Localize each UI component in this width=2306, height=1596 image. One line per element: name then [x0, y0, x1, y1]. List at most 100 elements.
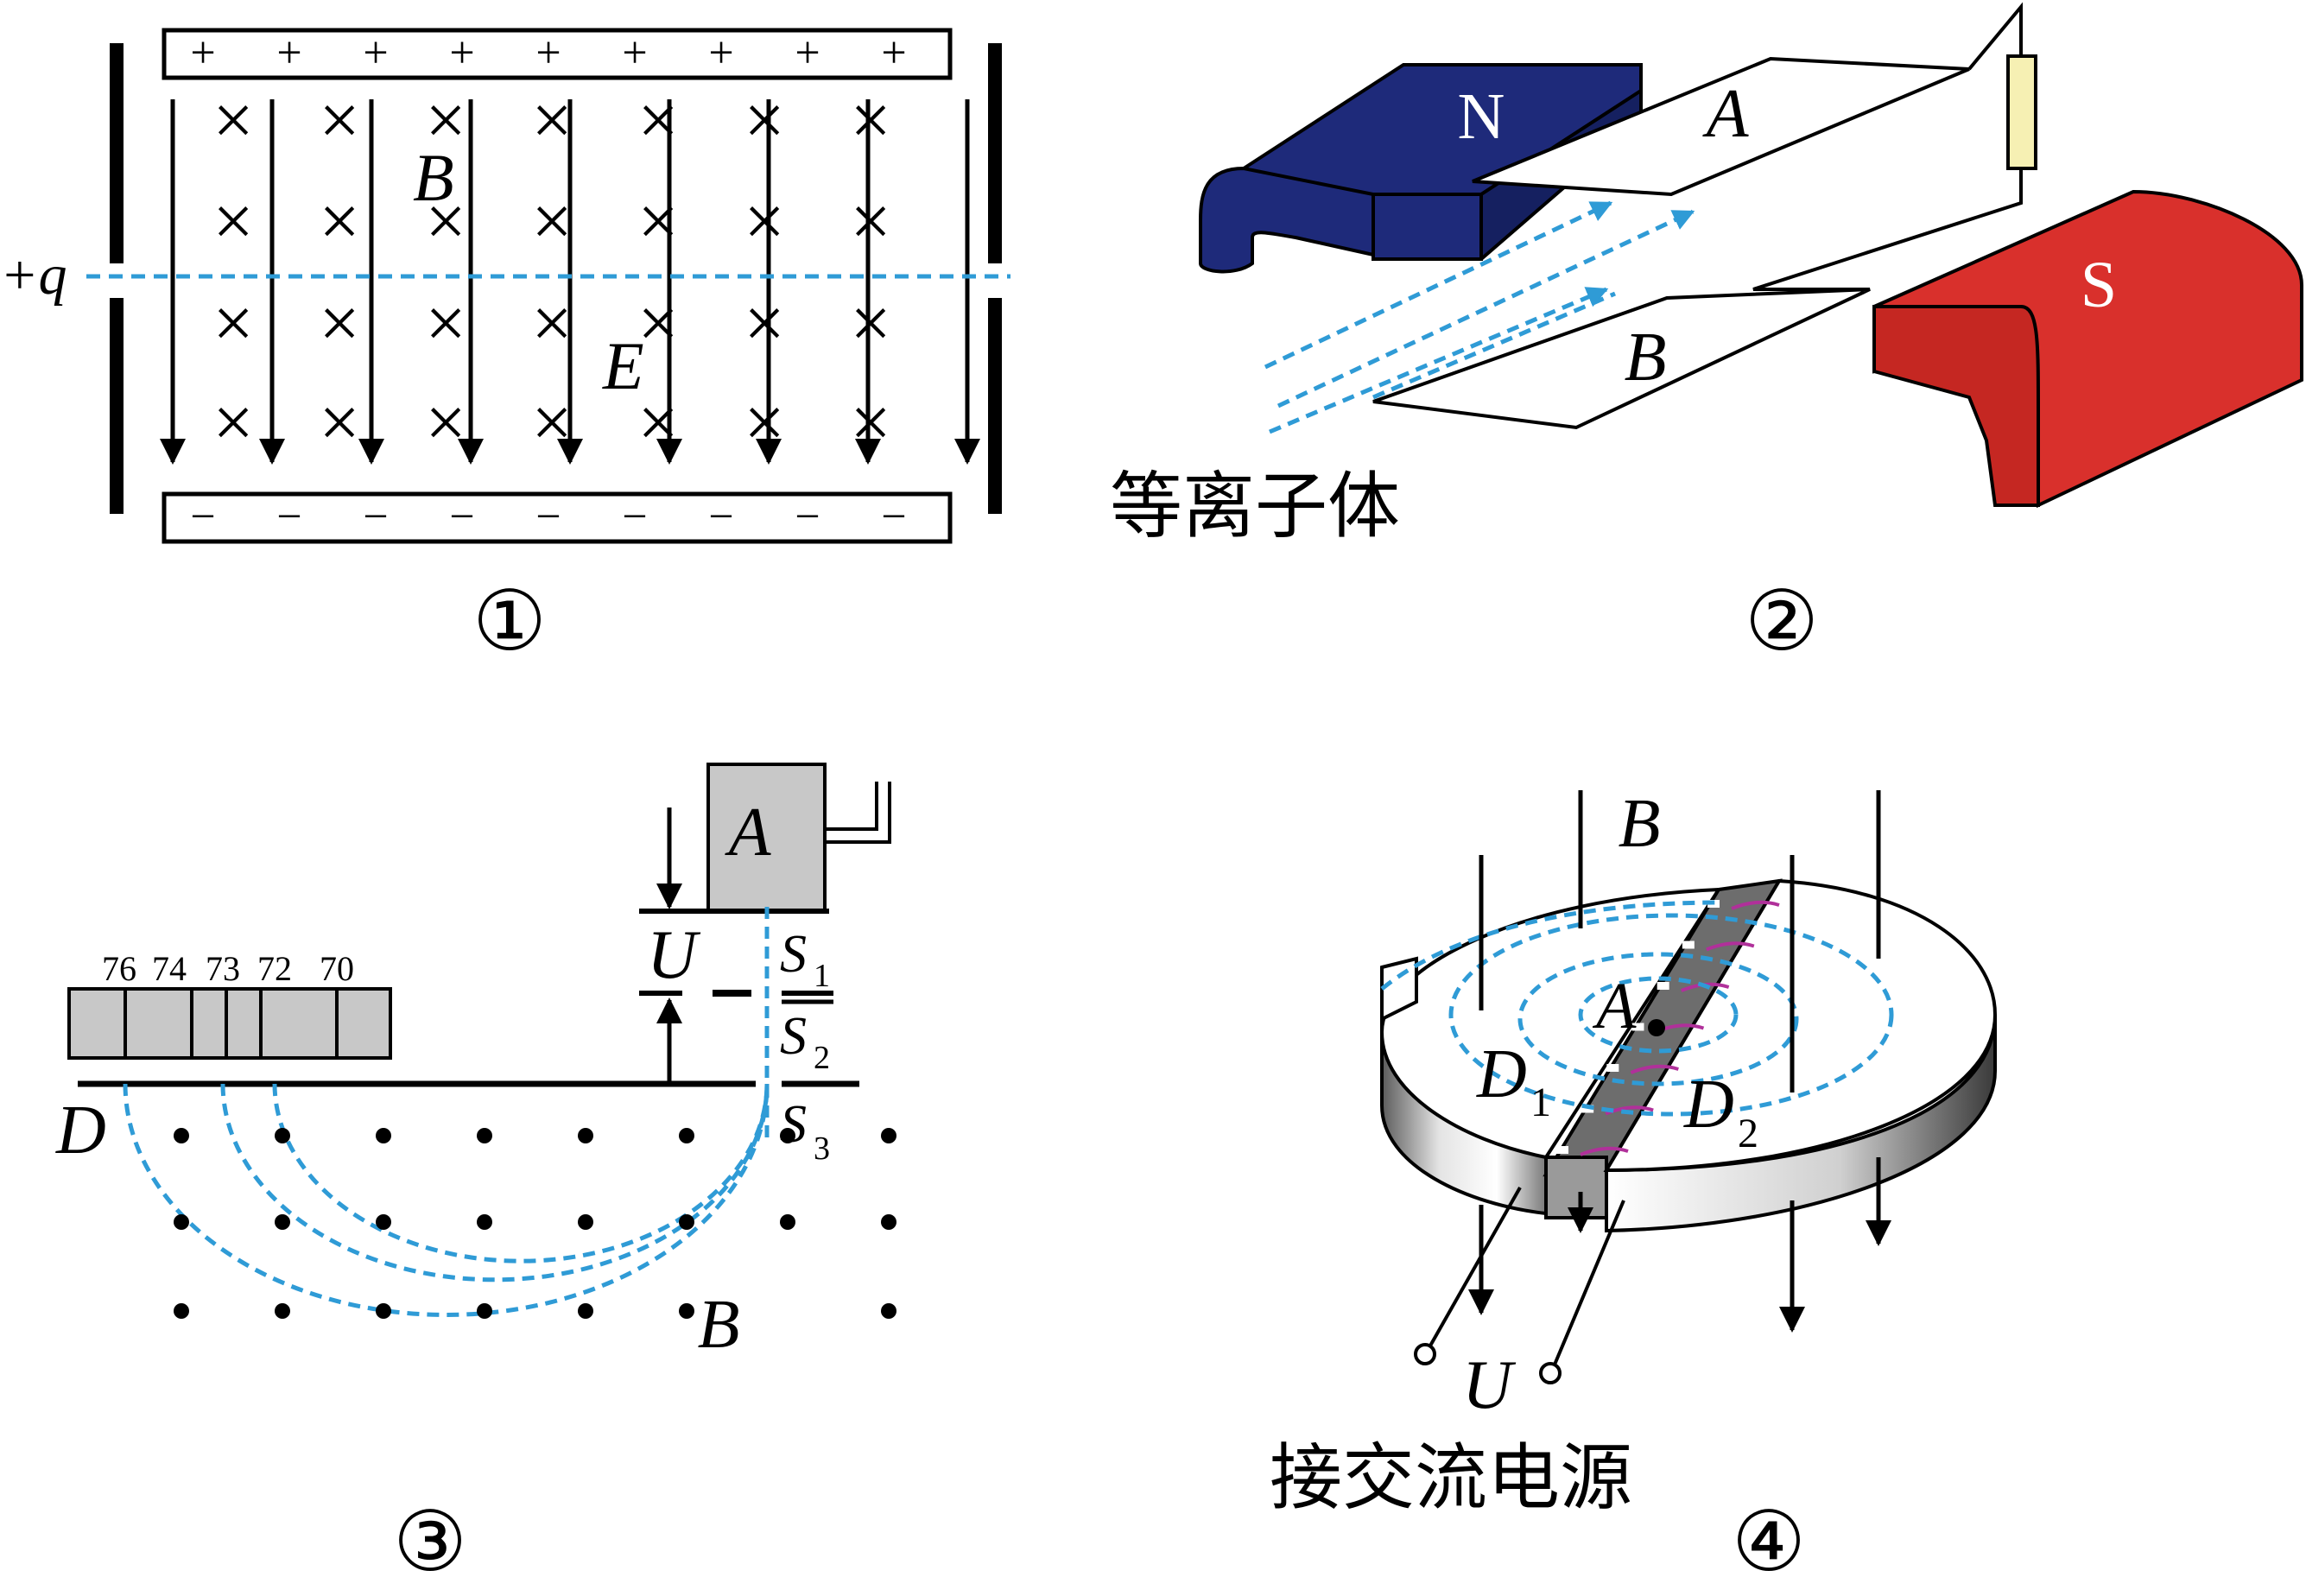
cross-mark: × — [319, 80, 359, 161]
cross-mark: × — [319, 383, 359, 463]
cross-mark: × — [425, 181, 466, 262]
plus-sign: + — [190, 28, 215, 78]
plus-sign: + — [881, 28, 906, 78]
cross-mark: × — [850, 181, 890, 262]
cross-mark: × — [425, 80, 466, 161]
magnetic-field-dots — [174, 1128, 896, 1319]
field-dot — [275, 1214, 290, 1230]
cross-mark: × — [637, 283, 678, 364]
center-dot — [1648, 1019, 1665, 1036]
cross-mark: × — [212, 383, 253, 463]
charge-label: +q — [0, 244, 67, 307]
coil-mark — [1630, 1064, 1679, 1074]
cross-mark: × — [850, 283, 890, 364]
wire-bottom — [1752, 168, 2023, 291]
plus-signs: +++++++++ — [190, 28, 906, 78]
minus-sign: − — [535, 492, 561, 542]
cross-mark: × — [744, 283, 784, 364]
terminal-2 — [1539, 1362, 1562, 1384]
ac-source-label: 接交流电源 — [1270, 1435, 1632, 1520]
panel-2-mhd-generator: N A B S 等离子体 ② — [1110, 2, 2303, 668]
panel-1-velocity-selector: +++++++++ −−−−−−−−− ××××××××××××××××××××… — [0, 28, 1010, 668]
plus-sign: + — [449, 28, 474, 78]
field-dot — [578, 1214, 593, 1230]
voltage-label-4: U — [1462, 1347, 1517, 1423]
svg-text:3: 3 — [814, 1130, 830, 1167]
cross-mark: × — [531, 80, 572, 161]
field-dot — [275, 1128, 290, 1143]
gap-electrode — [1682, 940, 1695, 949]
minus-sign: − — [708, 492, 733, 542]
field-dot — [780, 1128, 795, 1143]
cross-mark: × — [744, 80, 784, 161]
field-dot — [477, 1214, 492, 1230]
lead-2 — [1553, 1200, 1625, 1365]
coil-mark — [1706, 941, 1755, 952]
gap-electrode — [1606, 1064, 1619, 1072]
cross-mark: × — [319, 283, 359, 364]
svg-text:2: 2 — [1738, 1111, 1758, 1156]
svg-text:S: S — [780, 1095, 807, 1154]
center-label: A — [1592, 970, 1637, 1042]
field-b-label-4: B — [1619, 786, 1661, 862]
field-dot — [679, 1303, 694, 1319]
cross-mark: × — [531, 383, 572, 463]
minus-sign: − — [881, 492, 906, 542]
plasma-label: 等离子体 — [1110, 464, 1400, 548]
field-dot — [578, 1303, 593, 1319]
gap-electrode — [1631, 1023, 1644, 1031]
plus-sign: + — [535, 28, 561, 78]
svg-text:2: 2 — [814, 1040, 830, 1076]
cross-mark: × — [637, 80, 678, 161]
field-dot — [578, 1128, 593, 1143]
slit-label-2: S 2 — [780, 1007, 830, 1076]
magnetic-field-crosses: ×××××××××××××××××××××××××××× — [212, 80, 890, 463]
minus-sign: − — [363, 492, 388, 542]
north-magnet: N — [1199, 63, 1643, 274]
panel-2-caption: ② — [1745, 575, 1819, 668]
voltage-label: U — [647, 917, 701, 993]
detector-label: D — [55, 1092, 106, 1168]
minus-sign: − — [622, 492, 647, 542]
source-label: A — [725, 795, 772, 871]
mass-number: 76 — [102, 949, 136, 988]
field-dot — [881, 1128, 896, 1143]
panel-4-cyclotron: A D 1 D 2 B U 接交流电源 ④ — [1270, 786, 1998, 1588]
cross-mark: × — [744, 181, 784, 262]
gas-inlet — [825, 782, 891, 844]
field-dot — [376, 1303, 391, 1319]
svg-text:1: 1 — [1530, 1080, 1551, 1125]
plus-sign: + — [363, 28, 388, 78]
field-dot — [376, 1214, 391, 1230]
slit-label-1: S 1 — [780, 925, 830, 994]
coil-mark — [1731, 900, 1780, 910]
isotope-detector — [67, 987, 392, 1060]
plus-sign: + — [708, 28, 733, 78]
gap-electrode — [1556, 1146, 1568, 1154]
dee-2-top — [1603, 878, 1998, 1173]
south-label: S — [2081, 249, 2117, 321]
field-dot — [780, 1214, 795, 1230]
mass-number: 72 — [257, 949, 292, 988]
south-magnet: S — [1872, 189, 2303, 509]
cross-mark: × — [744, 383, 784, 463]
magnetic-field-lines-4 — [1468, 790, 1891, 1333]
svg-text:S: S — [780, 925, 807, 984]
cross-mark: × — [212, 80, 253, 161]
plate-b-label: B — [1625, 320, 1667, 396]
panel-1-caption: ① — [472, 575, 547, 668]
cross-mark: × — [425, 383, 466, 463]
minus-sign: − — [276, 492, 301, 542]
north-label: N — [1458, 80, 1505, 153]
field-dot — [679, 1214, 694, 1230]
ion-arc — [123, 1083, 770, 1317]
electric-field-lines — [160, 99, 980, 465]
positive-plate — [162, 28, 953, 80]
mass-number: 74 — [152, 949, 187, 988]
particle-spiral — [1380, 900, 1894, 1117]
cross-mark: × — [319, 181, 359, 262]
field-dot — [881, 1303, 896, 1319]
panel-3-mass-spectrometer: A U S 1 S 2 S 3 D — [55, 763, 896, 1588]
